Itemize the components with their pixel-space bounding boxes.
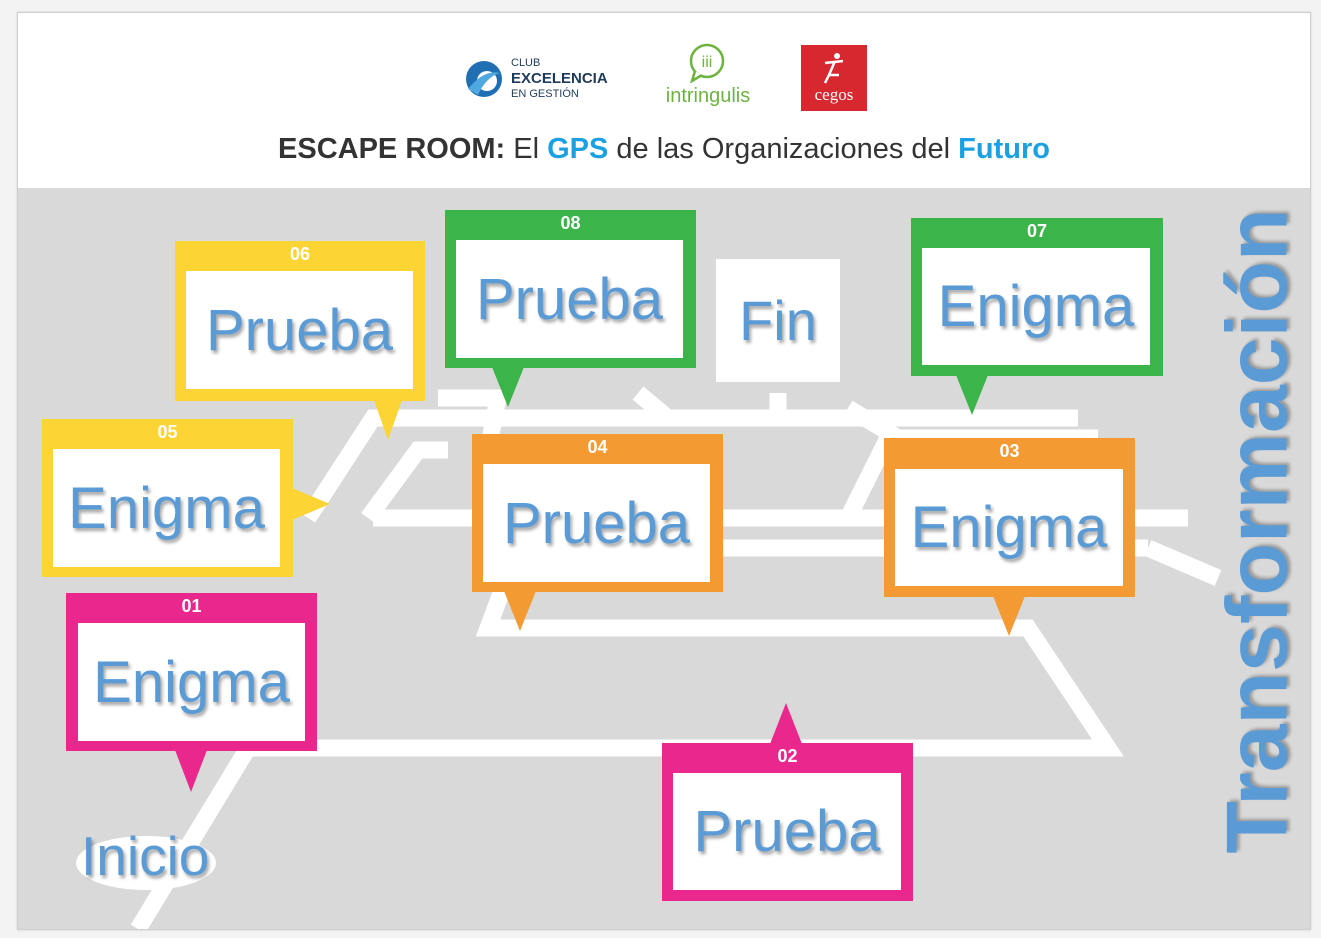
intringulis-word: intringulis — [665, 85, 751, 107]
title-part2: de las Organizaciones del — [608, 133, 959, 165]
step-08-pointer — [492, 367, 524, 407]
step-02-pointer — [770, 703, 802, 744]
step-05-label: Enigma — [68, 475, 265, 541]
step-04-number: 04 — [587, 437, 608, 457]
step-08-card: Prueba — [456, 240, 683, 358]
speech-bubble-icon: iii — [689, 43, 725, 83]
intringulis-bubble-text: iii — [702, 54, 713, 71]
step-02-label: Prueba — [693, 799, 881, 864]
header: CLUB EXCELENCIA EN GESTIÓN iii intringul… — [18, 13, 1310, 188]
step-04-box[interactable]: 04 Prueba — [472, 434, 723, 592]
step-01-card: Enigma — [78, 623, 305, 741]
step-04-pointer — [504, 591, 536, 631]
step-01-label: Enigma — [93, 649, 290, 715]
step-03-number: 03 — [999, 441, 1020, 461]
step-03-pointer — [993, 596, 1025, 636]
club-logo-line3: EN GESTIÓN — [511, 88, 579, 100]
escape-room-board: CLUB EXCELENCIA EN GESTIÓN iii intringul… — [17, 12, 1311, 930]
step-01-pointer — [175, 750, 207, 792]
step-04-label: Prueba — [502, 490, 691, 556]
maze-path-9 — [840, 434, 896, 522]
step-06-pointer — [374, 400, 402, 440]
end-box: Fin — [716, 259, 840, 382]
step-03-label: Enigma — [910, 495, 1108, 560]
step-06-box[interactable]: 06 Prueba — [175, 241, 425, 401]
step-06-number: 06 — [289, 244, 311, 264]
step-03-card: Enigma — [895, 469, 1123, 586]
step-07-pointer — [956, 375, 988, 415]
step-01-box[interactable]: 01 Enigma — [66, 593, 317, 751]
start-ellipse — [76, 836, 216, 890]
cegos-figure-icon — [823, 53, 844, 84]
side-label-box: Transformación — [1210, 13, 1306, 929]
start-label: Inicio — [81, 825, 210, 887]
step-07-number: 07 — [1026, 221, 1048, 241]
title-futuro: Futuro — [958, 133, 1050, 165]
club-logo-icon — [466, 61, 502, 97]
step-04-card: Prueba — [483, 464, 710, 582]
step-05-card: Enigma — [53, 449, 280, 567]
step-02-box[interactable]: 02 Prueba — [662, 743, 913, 901]
title-part1: El — [505, 133, 548, 165]
page-title: ESCAPE ROOM: El GPS de las Organizacione… — [18, 133, 1310, 166]
step-07-box[interactable]: 07 Enigma — [911, 218, 1163, 376]
step-08-label: Prueba — [475, 266, 664, 332]
step-07-card: Enigma — [922, 248, 1150, 365]
step-02-number: 02 — [777, 746, 798, 766]
maze-path-2 — [1144, 540, 1222, 586]
step-07-label: Enigma — [937, 274, 1135, 339]
step-08-number: 08 — [560, 213, 581, 233]
title-prefix: ESCAPE ROOM: — [278, 133, 506, 165]
club-logo-line1: CLUB — [511, 57, 541, 69]
maze-path-3 — [300, 409, 1078, 523]
maze-board: 06 Prueba 08 Prueba Fin 07 Enigma — [18, 188, 1310, 929]
step-06-card: Prueba — [186, 271, 413, 389]
step-05-box[interactable]: 05 Enigma — [42, 419, 293, 577]
side-label: Transformación — [1209, 208, 1306, 854]
club-logo-line2: EXCELENCIA — [511, 70, 608, 87]
cegos-word: cegos — [814, 85, 854, 104]
step-05-pointer — [292, 488, 330, 520]
title-gps: GPS — [547, 133, 609, 165]
step-05-number: 05 — [157, 422, 178, 442]
step-06-label: Prueba — [205, 297, 394, 363]
step-01-number: 01 — [181, 596, 202, 616]
club-excelencia-logo: CLUB EXCELENCIA EN GESTIÓN — [464, 55, 624, 109]
end-label: Fin — [739, 289, 817, 352]
step-02-card: Prueba — [673, 773, 901, 890]
maze-path-6 — [632, 386, 787, 427]
cegos-logo: cegos — [801, 45, 867, 111]
maze-path-8 — [361, 441, 448, 524]
intringulis-logo: iii intringulis — [660, 43, 760, 109]
step-03-box[interactable]: 03 Enigma — [884, 438, 1135, 597]
step-08-box[interactable]: 08 Prueba — [445, 210, 696, 368]
start-marker: Inicio — [76, 825, 221, 890]
